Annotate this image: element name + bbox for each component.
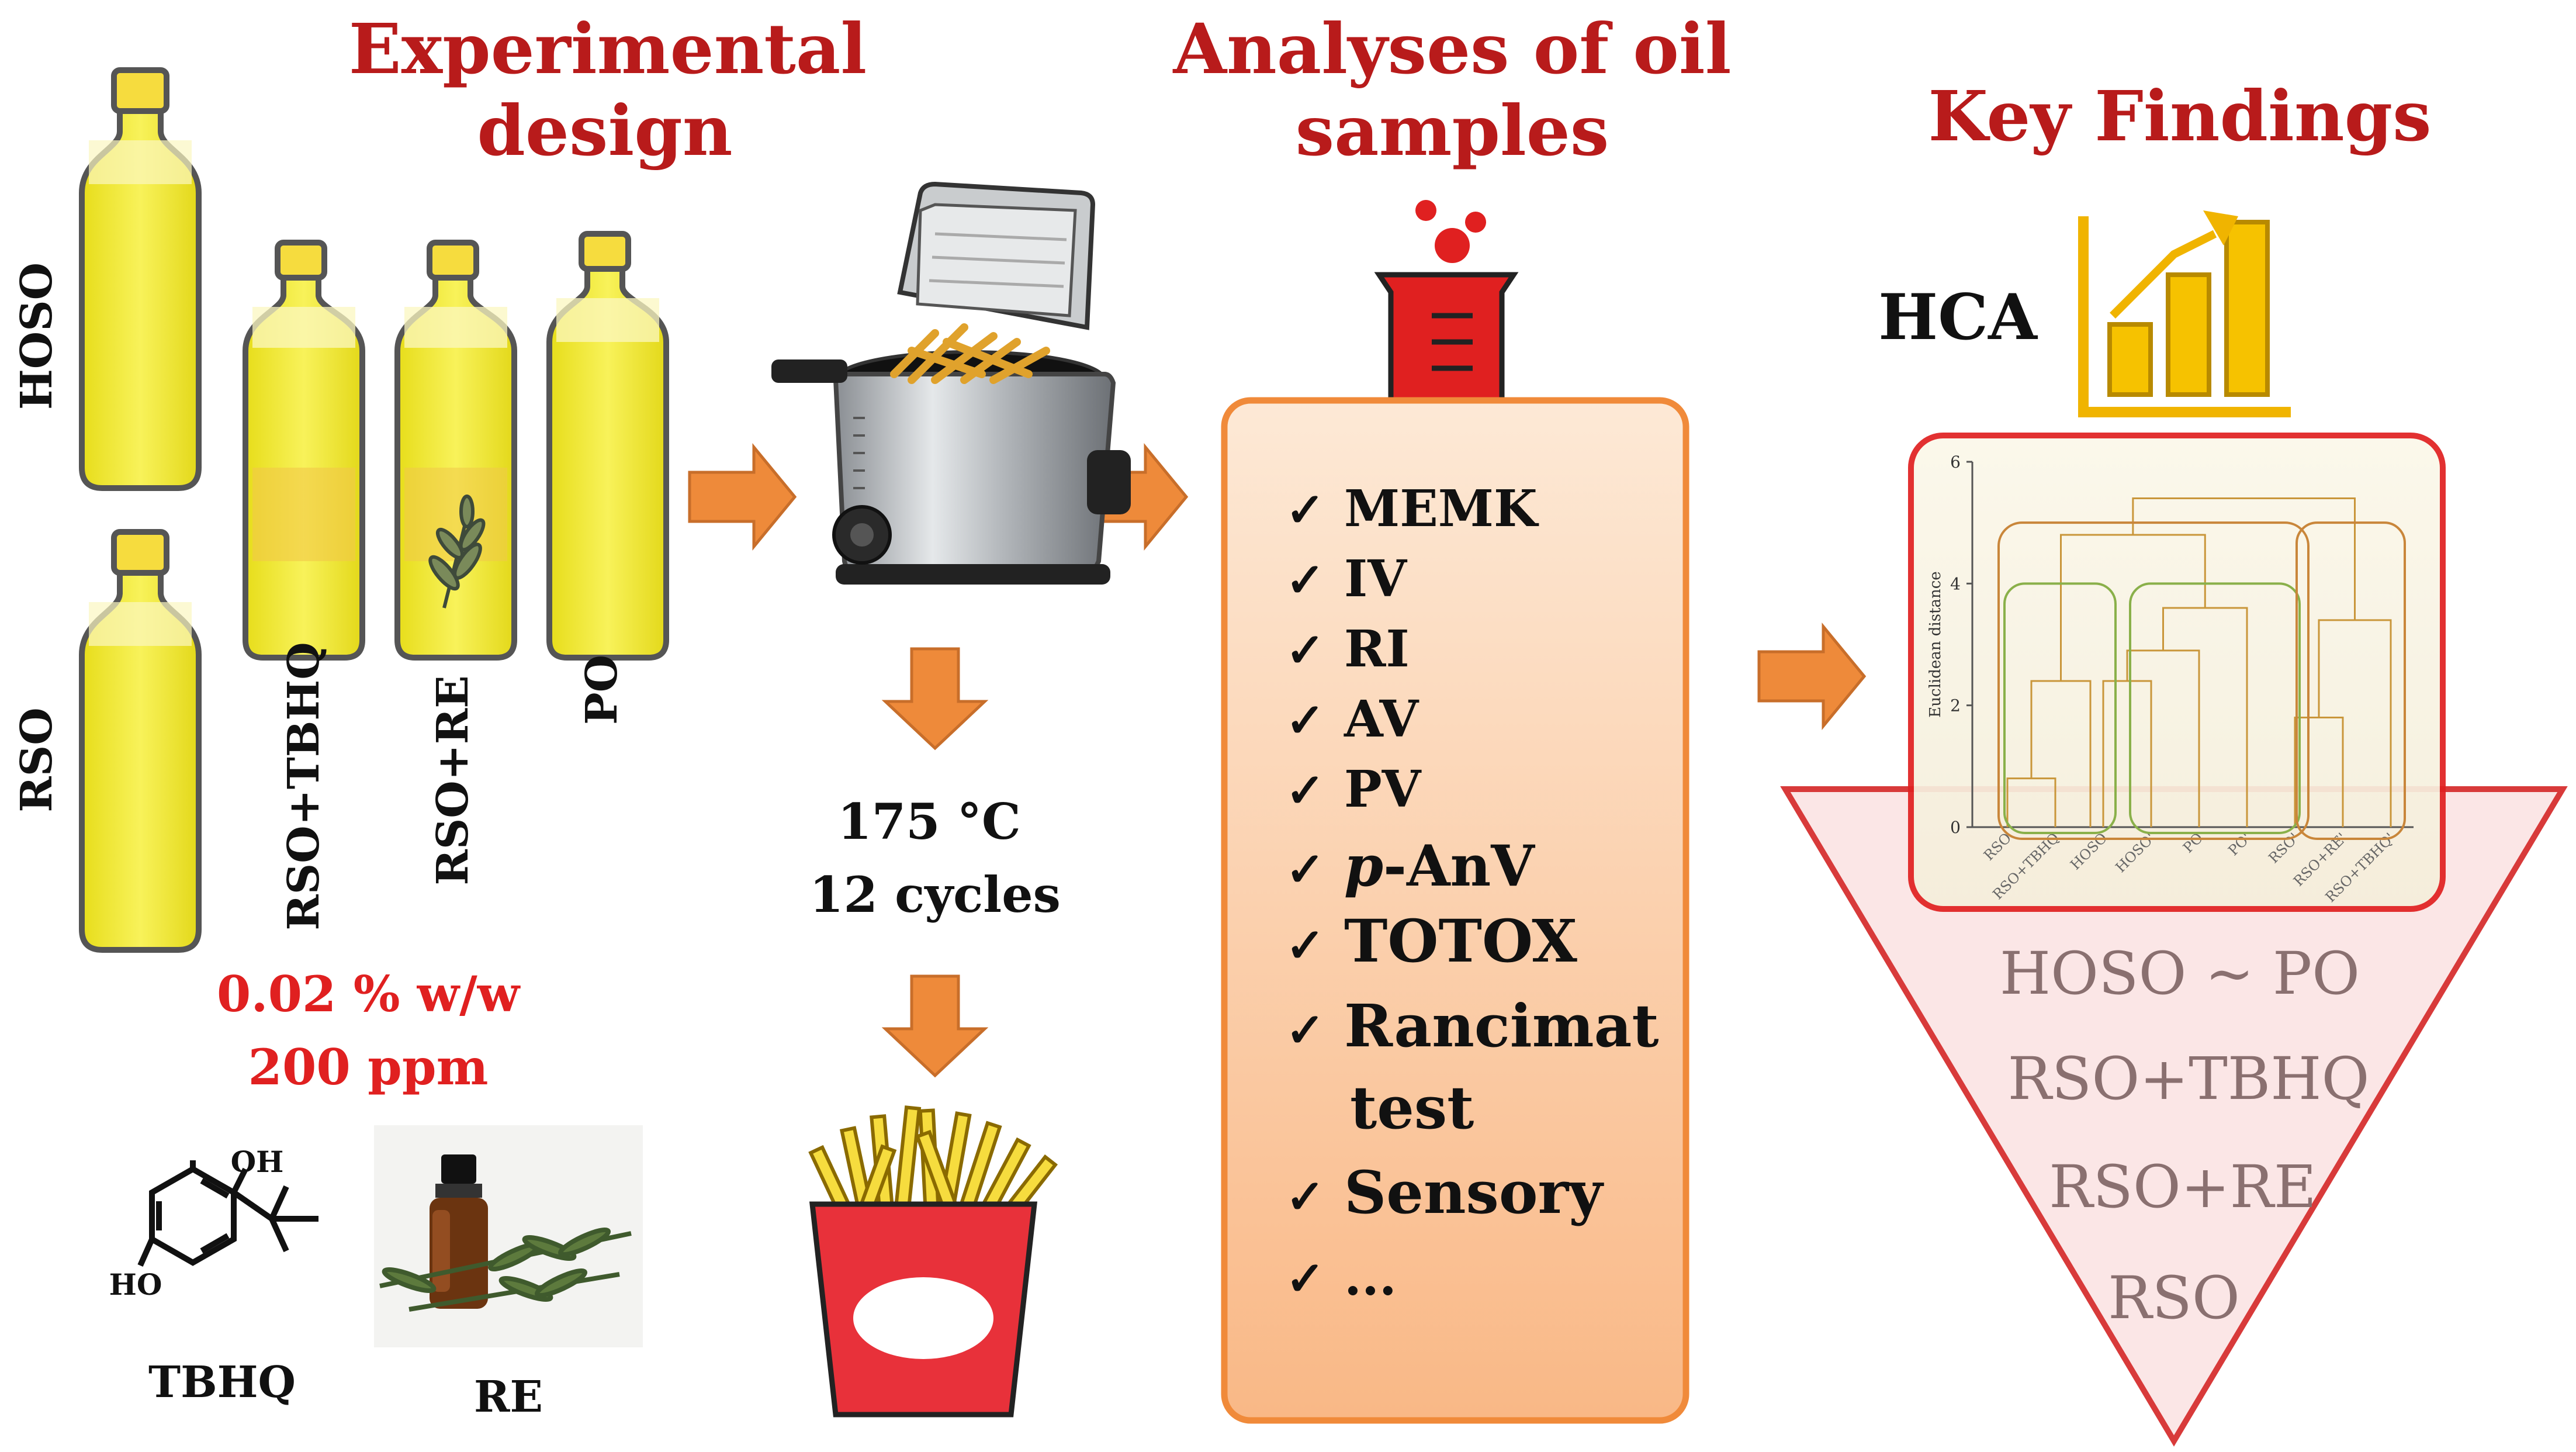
analyses-panel — [1221, 397, 1689, 1424]
y-tick-label: 4 — [1950, 574, 1961, 593]
check-icon: ✓ — [1286, 918, 1325, 973]
analysis-item: Sensory — [1344, 1158, 1604, 1227]
ranking-item: HOSO ~ PO — [2000, 939, 2360, 1008]
analysis-item: PV — [1344, 760, 1422, 819]
re-label: RE — [474, 1372, 543, 1422]
analyses-title-line2: samples — [1296, 90, 1609, 171]
analysis-item-label: MEMK — [1344, 479, 1539, 538]
tbhq-label: TBHQ — [148, 1357, 296, 1408]
cluster-box — [2003, 582, 2117, 834]
hca-panel — [1908, 433, 2446, 912]
dendrogram-branch — [2132, 497, 2356, 620]
cluster-box — [2295, 521, 2406, 840]
analysis-item-label: AV — [1344, 690, 1419, 749]
y-tick-label: 2 — [1950, 696, 1961, 715]
arrow-down-1 — [881, 647, 989, 751]
experimental-design-title-line2: design — [477, 90, 732, 171]
analysis-item-prefix: p — [1344, 833, 1383, 899]
arrow-right-1 — [688, 443, 797, 551]
deep-fryer-image — [771, 181, 1131, 585]
key-findings-title: Key Findings — [1928, 75, 2431, 157]
po-label: PO — [577, 655, 627, 725]
ranking-item: RSO+RE — [2049, 1153, 2317, 1221]
analysis-item-label: Rancimat — [1344, 991, 1659, 1060]
rso-tbhq-label: RSO+TBHQ — [279, 642, 329, 930]
dendrogram-branch — [2126, 649, 2200, 827]
analysis-item: AV — [1344, 690, 1419, 749]
check-icon: ✓ — [1286, 552, 1325, 607]
check-icon: ✓ — [1286, 482, 1325, 537]
analysis-item: TOTOX — [1344, 907, 1577, 976]
analysis-item: ... — [1344, 1248, 1397, 1307]
analysis-item-label: IV — [1344, 549, 1407, 609]
french-fries-icon — [808, 1105, 1058, 1418]
cluster-box — [1997, 521, 2310, 840]
rso-label: RSO — [12, 707, 62, 812]
analysis-item: Rancimat — [1344, 991, 1659, 1060]
y-tick-label: 6 — [1950, 452, 1961, 472]
frying-cycles: 12 cycles — [809, 866, 1061, 924]
tbhq-structure-icon — [137, 1160, 318, 1267]
analysis-item-label: TOTOX — [1344, 907, 1577, 976]
y-axis-label: Euclidean distance — [1927, 571, 1944, 717]
analysis-item-label: ... — [1344, 1248, 1397, 1307]
ranking-list: HOSO ~ PO RSO+TBHQ RSO+RE RSO — [2000, 939, 2370, 1332]
rosemary-extract-image — [374, 1125, 643, 1347]
po-bottle — [546, 231, 669, 661]
tbhq-oh-top: OH — [231, 1145, 284, 1179]
rosemary-leaf-icon — [428, 495, 486, 609]
check-icon: ✓ — [1286, 623, 1325, 677]
dose-line1: 0.02 % w/w — [217, 965, 521, 1023]
rso-re-label: RSO+RE — [428, 675, 478, 885]
ranking-item: RSO+TBHQ — [2008, 1045, 2370, 1113]
tbhq-oh-bottom: HO — [109, 1267, 162, 1302]
analysis-item-label: PV — [1344, 760, 1422, 819]
cluster-box — [2129, 582, 2301, 834]
analysis-item-label: RI — [1344, 620, 1410, 679]
rso-bottle — [79, 529, 202, 953]
arrow-down-2 — [881, 974, 989, 1078]
hoso-bottle — [79, 67, 202, 491]
rso-re-bottle — [394, 240, 517, 661]
beaker-icon — [1374, 200, 1519, 424]
dose-line2: 200 ppm — [248, 1038, 489, 1096]
check-icon: ✓ — [1286, 693, 1325, 748]
analyses-title-line1: Analyses of oil — [1172, 8, 1731, 89]
check-icon: ✓ — [1286, 1169, 1325, 1224]
analysis-item-label: -AnV — [1383, 833, 1535, 899]
analysis-item-line2: test — [1350, 1073, 1474, 1142]
hoso-label: HOSO — [12, 262, 62, 410]
bar-chart-trend-icon — [2078, 210, 2291, 417]
y-tick-label: 0 — [1950, 818, 1961, 837]
analysis-item: IV — [1344, 549, 1407, 609]
dendrogram-branch — [2006, 777, 2056, 827]
ranking-item: RSO — [2108, 1264, 2240, 1332]
frying-temperature: 175 °C — [837, 793, 1020, 851]
analysis-item-label: Sensory — [1344, 1158, 1604, 1227]
analysis-item: RI — [1344, 620, 1410, 679]
check-icon: ✓ — [1286, 763, 1325, 818]
check-icon: ✓ — [1286, 1251, 1325, 1306]
analyses-list: ✓ MEMK ✓ IV ✓ RI ✓ AV ✓ PV ✓ p-AnV ✓ TOTOX ✓ Rancimat te… — [1286, 479, 1659, 1307]
hca-label: HCA — [1878, 281, 2038, 354]
analysis-item: p-AnV — [1344, 833, 1535, 899]
check-icon: ✓ — [1286, 842, 1325, 897]
analysis-item: MEMK — [1344, 479, 1539, 538]
check-icon: ✓ — [1286, 1002, 1325, 1057]
experimental-design-title-line1: Experimental — [349, 8, 867, 89]
arrow-right-3 — [1757, 623, 1867, 730]
rso-tbhq-bottle — [243, 240, 365, 661]
